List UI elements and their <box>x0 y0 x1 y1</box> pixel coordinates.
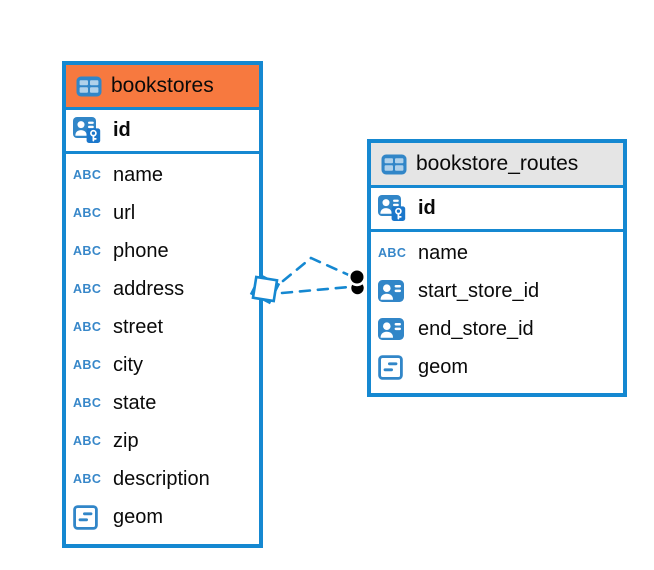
column-name: name <box>113 163 164 186</box>
column-name: state <box>113 391 157 414</box>
table-icon <box>76 76 102 97</box>
text-type-icon: ABC <box>73 357 102 372</box>
column-row[interactable]: geom <box>66 498 259 536</box>
text-type-icon: ABC <box>73 433 102 448</box>
column-row[interactable]: ABC name <box>371 234 623 272</box>
column-row[interactable]: end_store_id <box>371 310 623 348</box>
column-row[interactable]: ABC description <box>66 460 259 498</box>
column-row[interactable]: ABC state <box>66 384 259 422</box>
table-icon <box>381 154 407 175</box>
primary-key-icon <box>378 195 411 222</box>
column-row[interactable]: geom <box>371 348 623 386</box>
table-header[interactable]: bookstore_routes <box>371 143 623 188</box>
column-name: end_store_id <box>418 317 534 340</box>
column-row[interactable]: start_store_id <box>371 272 623 310</box>
reference-icon <box>378 280 411 302</box>
table-header[interactable]: bookstores <box>66 65 259 110</box>
relationship-lines <box>280 256 353 295</box>
column-name: street <box>113 315 164 338</box>
column-name: address <box>113 277 185 300</box>
column-row[interactable]: ABC address <box>66 270 259 308</box>
column-row[interactable]: ABC phone <box>66 232 259 270</box>
column-name: start_store_id <box>418 279 540 302</box>
text-type-icon: ABC <box>73 471 102 486</box>
column-row[interactable]: id <box>371 188 623 232</box>
column-name: city <box>113 353 143 376</box>
column-name: name <box>418 241 469 264</box>
geometry-icon <box>73 504 106 530</box>
relationship-dot-marker <box>347 267 367 295</box>
column-name: id <box>418 197 436 219</box>
reference-icon <box>378 318 411 340</box>
primary-key-icon <box>73 117 106 144</box>
table-name: bookstore_routes <box>416 152 579 175</box>
column-name: url <box>113 201 136 224</box>
text-type-icon: ABC <box>73 281 102 296</box>
column-row[interactable]: id <box>66 110 259 154</box>
text-type-icon: ABC <box>73 319 102 334</box>
column-name: phone <box>113 239 169 262</box>
column-row[interactable]: ABC name <box>66 156 259 194</box>
table-name: bookstores <box>111 74 214 97</box>
text-type-icon: ABC <box>73 205 102 220</box>
column-name: id <box>113 119 131 141</box>
column-row[interactable]: ABC street <box>66 308 259 346</box>
column-row[interactable]: ABC zip <box>66 422 259 460</box>
text-type-icon: ABC <box>73 243 102 258</box>
column-name: geom <box>113 505 164 528</box>
text-type-icon: ABC <box>73 395 102 410</box>
column-name: description <box>113 467 210 490</box>
column-name: geom <box>418 355 469 378</box>
geometry-icon <box>378 354 411 380</box>
column-row[interactable]: ABC url <box>66 194 259 232</box>
column-row[interactable]: ABC city <box>66 346 259 384</box>
text-type-icon: ABC <box>73 167 102 182</box>
column-name: zip <box>113 429 139 452</box>
text-type-icon: ABC <box>378 245 407 260</box>
